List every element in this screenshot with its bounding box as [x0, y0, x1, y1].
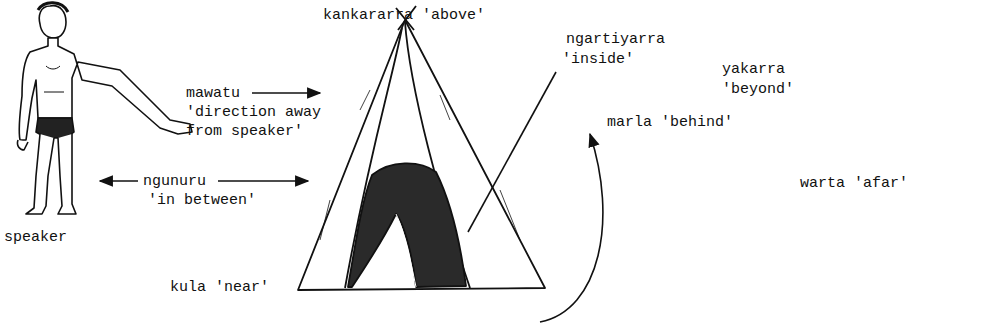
term-label: 'inside': [562, 50, 634, 69]
term-label: mawatu: [186, 84, 240, 103]
term-label: 'direction away from speaker': [186, 103, 336, 141]
term-label: yakarra: [722, 60, 785, 79]
shelter-drawing: [298, 6, 545, 290]
direction-arrows: [100, 72, 603, 322]
ngunuru-arrow-right: [218, 180, 308, 182]
behind-arrow: [540, 134, 603, 322]
mawatu-arrow: [252, 92, 320, 94]
term-label: warta 'afar': [800, 174, 908, 193]
term-label: marla 'behind': [607, 113, 733, 132]
term-label: ngartiyarra: [566, 30, 665, 49]
term-label: 'in between': [148, 191, 256, 210]
term-label: ngunuru: [143, 172, 206, 191]
term-label: speaker: [4, 228, 67, 247]
inside-leader: [468, 72, 556, 232]
term-label: kankararra 'above': [323, 6, 485, 25]
ngunuru-arrow-left: [100, 180, 138, 182]
term-label: kula 'near': [170, 278, 269, 297]
term-label: 'beyond': [722, 80, 794, 99]
